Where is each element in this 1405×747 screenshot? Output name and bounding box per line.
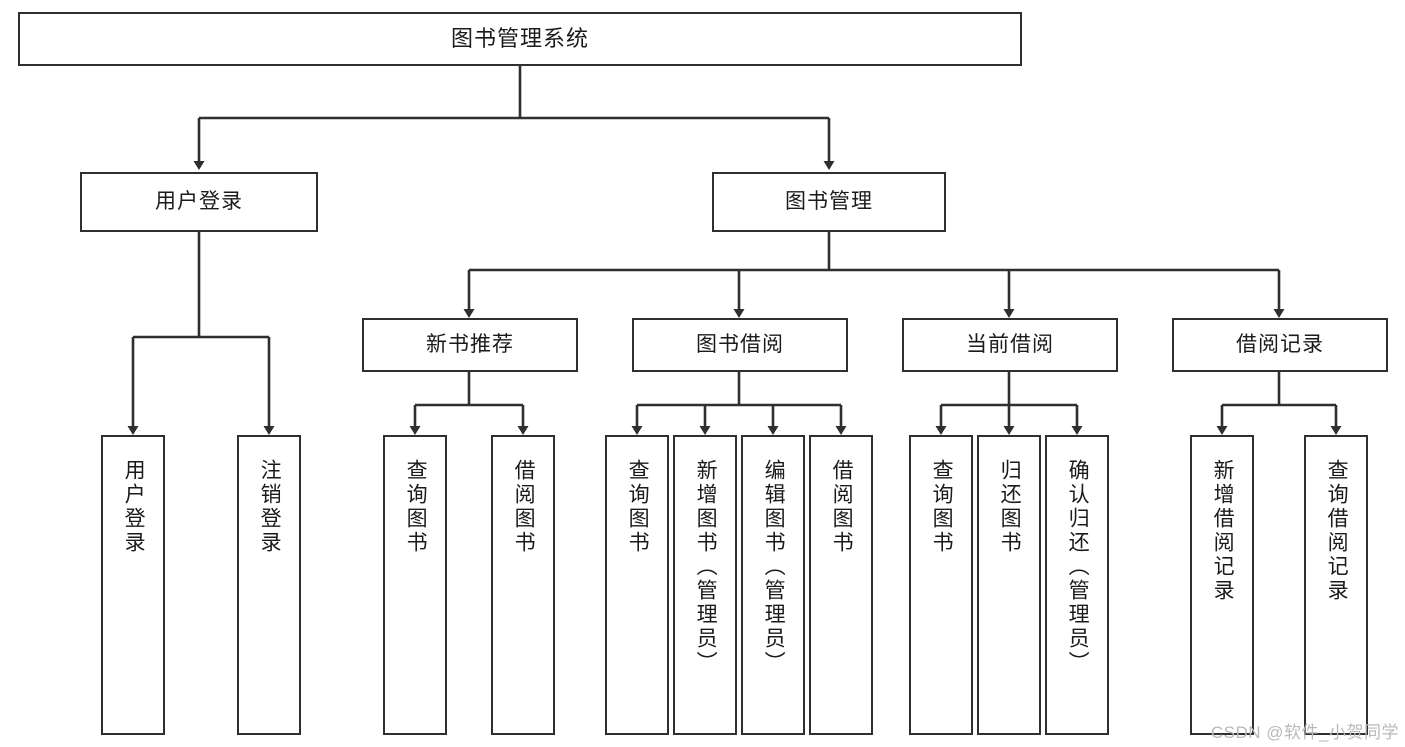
node-new-book-recommend[interactable]: 新书推荐 [362,318,578,372]
leaf-borrow-add-book-admin[interactable]: 新增图书（管理员） [673,435,737,735]
node-label: 查询借阅记录 [1325,459,1349,603]
node-label: 确认归还（管理员） [1066,459,1090,675]
leaf-current-return-book[interactable]: 归还图书 [977,435,1041,735]
leaf-user-login-login[interactable]: 用户登录 [101,435,165,735]
node-label: 注销登录 [258,459,282,555]
node-label: 查询图书 [626,459,650,555]
node-label: 查询图书 [930,459,954,555]
node-label: 新增借阅记录 [1211,459,1235,603]
node-user-login[interactable]: 用户登录 [80,172,318,232]
leaf-records-query-record[interactable]: 查询借阅记录 [1304,435,1368,735]
node-label: 归还图书 [998,459,1022,555]
node-label: 借阅图书 [830,459,854,555]
node-label: 图书借阅 [696,332,784,356]
leaf-borrow-edit-book-admin[interactable]: 编辑图书（管理员） [741,435,805,735]
leaf-borrow-query-book[interactable]: 查询图书 [605,435,669,735]
leaf-records-add-record[interactable]: 新增借阅记录 [1190,435,1254,735]
node-label: 图书管理 [785,189,873,213]
node-book-management[interactable]: 图书管理 [712,172,946,232]
leaf-current-query-book[interactable]: 查询图书 [909,435,973,735]
node-current-borrow[interactable]: 当前借阅 [902,318,1118,372]
node-root-system[interactable]: 图书管理系统 [18,12,1022,66]
node-label: 编辑图书（管理员） [762,459,786,675]
node-label: 借阅记录 [1236,332,1324,356]
leaf-user-login-logout[interactable]: 注销登录 [237,435,301,735]
node-label: 用户登录 [122,459,146,555]
leaf-new-book-query[interactable]: 查询图书 [383,435,447,735]
leaf-new-book-borrow[interactable]: 借阅图书 [491,435,555,735]
node-label: 查询图书 [404,459,428,555]
leaf-borrow-borrow-book[interactable]: 借阅图书 [809,435,873,735]
node-label: 新增图书（管理员） [694,459,718,675]
node-label: 用户登录 [155,189,243,213]
node-label: 新书推荐 [426,332,514,356]
leaf-current-confirm-return-admin[interactable]: 确认归还（管理员） [1045,435,1109,735]
node-book-borrow[interactable]: 图书借阅 [632,318,848,372]
node-label: 当前借阅 [966,332,1054,356]
csdn-watermark: CSDN @软件_小贺同学 [1210,723,1399,742]
node-label: 借阅图书 [512,459,536,555]
node-label: 图书管理系统 [450,26,589,52]
node-borrow-records[interactable]: 借阅记录 [1172,318,1388,372]
